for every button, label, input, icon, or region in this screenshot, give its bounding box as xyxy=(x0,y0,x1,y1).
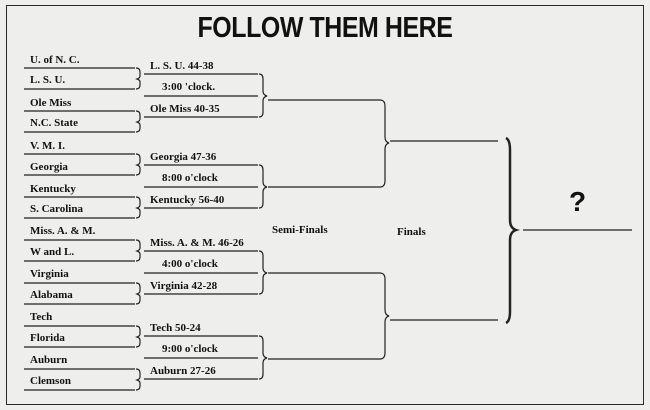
round1-result: Miss. A. & M. 46-26 xyxy=(150,237,244,249)
brace xyxy=(258,250,268,295)
brace xyxy=(135,67,141,90)
team-label: Clemson xyxy=(30,375,71,387)
round1-time: 3:00 'clock. xyxy=(162,81,216,93)
team-label: L. S. U. xyxy=(30,74,66,86)
round1-result: Georgia 47-36 xyxy=(150,151,217,163)
team-label: Ole Miss xyxy=(30,97,72,109)
brace xyxy=(135,239,141,262)
team-label: Alabama xyxy=(30,289,73,301)
brace xyxy=(135,153,141,176)
team-label: W and L. xyxy=(30,246,75,258)
team-label: Virginia xyxy=(30,268,69,280)
brace xyxy=(135,325,141,348)
team-label: S. Carolina xyxy=(30,203,83,215)
round1-result: Ole Miss 40-35 xyxy=(150,103,220,115)
page-title: FOLLOW THEM HERE xyxy=(197,12,453,44)
round1-time: 8:00 o'clock xyxy=(162,172,218,184)
brace xyxy=(135,282,141,305)
round1-result: Auburn 27-26 xyxy=(150,365,216,377)
team-label: Miss. A. & M. xyxy=(30,225,96,237)
team-label: Kentucky xyxy=(30,183,76,195)
team-label: N.C. State xyxy=(30,117,78,129)
team-label: Florida xyxy=(30,332,65,344)
brace xyxy=(505,136,520,325)
round1-time: 9:00 o'clock xyxy=(162,343,218,355)
brace xyxy=(135,196,141,219)
finals-label: Finals xyxy=(397,226,426,238)
round1-result: L. S. U. 44-38 xyxy=(150,60,214,72)
brace xyxy=(258,335,268,380)
champion-placeholder: ? xyxy=(569,186,587,217)
team-label: U. of N. C. xyxy=(30,54,80,66)
brace xyxy=(135,110,141,133)
round1-time: 4:00 o'clock xyxy=(162,258,218,270)
team-label: V. M. I. xyxy=(30,140,65,152)
bracket-frame xyxy=(6,5,644,405)
brace xyxy=(379,99,390,188)
round1-result: Tech 50-24 xyxy=(150,322,201,334)
brace xyxy=(379,272,390,360)
team-label: Georgia xyxy=(30,161,68,173)
brace xyxy=(135,368,141,391)
team-label: Auburn xyxy=(30,354,68,366)
round1-result: Virginia 42-28 xyxy=(150,280,218,292)
brace xyxy=(258,73,268,118)
round1-result: Kentucky 56-40 xyxy=(150,194,225,206)
semi-finals-label: Semi-Finals xyxy=(272,224,328,236)
team-label: Tech xyxy=(30,311,53,323)
brace xyxy=(258,164,268,209)
